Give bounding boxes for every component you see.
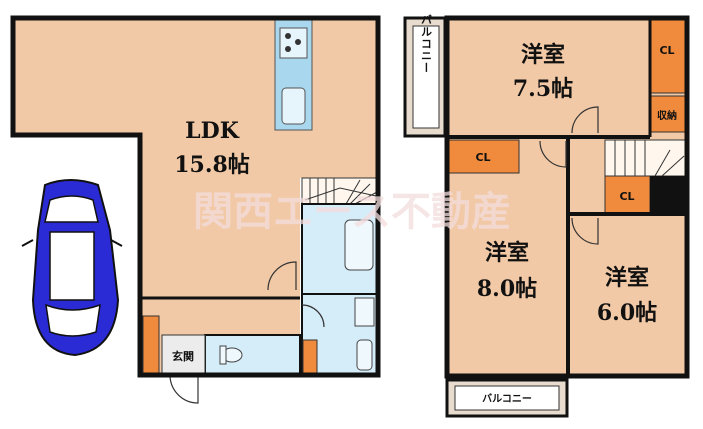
closet-right-label: CL xyxy=(619,190,634,203)
right-unit-walls xyxy=(444,15,690,379)
stairs-left xyxy=(301,177,379,205)
closet-mid-label: CL xyxy=(475,151,490,164)
ldk-size: 15.8帖 xyxy=(174,152,250,178)
door-swing xyxy=(539,140,567,168)
stove-icon xyxy=(279,27,308,59)
toilet-tank-icon xyxy=(219,345,227,365)
burner-icon xyxy=(285,46,291,52)
balcony-bottom-label: バルコニー xyxy=(482,393,532,405)
room-right-name: 洋室 xyxy=(605,265,649,291)
closet-right xyxy=(604,175,651,215)
car-icon xyxy=(21,179,123,357)
stairs-right xyxy=(604,139,686,177)
storage-label: 収納 xyxy=(657,109,677,122)
closet-upper-label: CL xyxy=(659,44,674,57)
watermark-text: 関西エース不動産 xyxy=(193,189,511,235)
washer-icon xyxy=(354,297,375,327)
bathtub-icon xyxy=(344,219,374,271)
door-swing xyxy=(571,217,599,245)
void-shaft xyxy=(650,176,685,214)
door-swing xyxy=(169,374,199,404)
toilet-room xyxy=(204,334,301,376)
room-upper-name: 洋室 xyxy=(521,42,565,68)
entrance-label: 玄関 xyxy=(172,349,194,363)
sink-icon xyxy=(281,87,306,125)
burner-icon xyxy=(295,39,301,45)
vanity-icon xyxy=(356,339,373,371)
room-upper-size: 7.5帖 xyxy=(513,76,573,102)
balcony-vertical-label: バルコニー xyxy=(420,14,433,74)
room-right-size: 6.0帖 xyxy=(597,300,657,326)
room-mid-size: 8.0帖 xyxy=(477,276,537,302)
left-unit-walls xyxy=(10,15,381,378)
balcony-bottom-inner xyxy=(454,385,560,411)
shoe-cabinet xyxy=(142,315,160,375)
ldk-name: LDK xyxy=(185,118,240,144)
door-swing xyxy=(571,106,599,134)
burner-icon xyxy=(285,33,291,39)
door-swing xyxy=(267,261,297,291)
hall-closet xyxy=(302,339,318,375)
room-mid-name: 洋室 xyxy=(485,240,529,266)
balcony-vertical-inner xyxy=(412,25,440,129)
door-swing xyxy=(301,304,325,328)
entrance xyxy=(161,334,206,376)
closet-mid xyxy=(446,139,520,174)
closet-upper xyxy=(649,17,686,94)
